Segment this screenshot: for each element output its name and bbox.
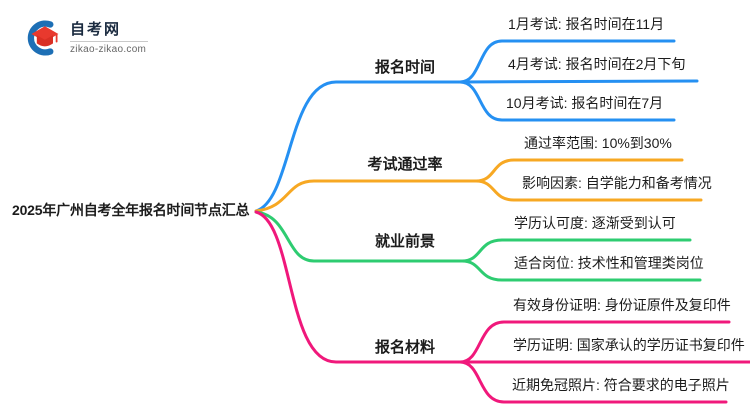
branch-label-career-prospects[interactable]: 就业前景 — [374, 233, 435, 250]
branch-2-links — [254, 158, 703, 213]
leaf-photo-requirement[interactable]: 近期免冠照片: 符合要求的电子照片 — [512, 377, 730, 393]
logo-text: 自考网 zikao-zikao.com — [70, 21, 148, 55]
leaf-id-proof[interactable]: 有效身份证明: 身份证原件及复印件 — [513, 297, 731, 313]
leaf-education-proof[interactable]: 学历证明: 国家承认的学历证书复印件 — [513, 337, 745, 353]
branch-1-leaf-1-link — [458, 39, 676, 84]
site-logo: 自考网 zikao-zikao.com — [26, 20, 148, 56]
branch-1-leaf-2-link — [458, 79, 699, 84]
branch-label-pass-rate[interactable]: 考试通过率 — [367, 156, 443, 173]
branch-4-links — [254, 210, 750, 404]
logo-domain: zikao-zikao.com — [70, 44, 147, 55]
leaf-degree-recognition[interactable]: 学历认可度: 逐渐受到认可 — [514, 215, 676, 231]
leaf-oct-exam[interactable]: 10月考试: 报名时间在7月 — [506, 95, 664, 111]
zikao-logo-icon — [27, 20, 59, 56]
branch-4-main-link — [254, 210, 462, 364]
branch-label-registration-time[interactable]: 报名时间 — [374, 59, 435, 76]
branch-2-main-link — [254, 179, 478, 213]
branch-1-links — [254, 39, 699, 213]
branch-4-leaf-1-link — [458, 320, 731, 364]
branch-3-links — [254, 210, 702, 282]
branch-4-leaf-3-link — [458, 360, 728, 404]
leaf-jan-exam[interactable]: 1月考试: 报名时间在11月 — [508, 16, 665, 32]
leaf-pass-rate-range[interactable]: 通过率范围: 10%到30% — [524, 135, 672, 151]
leaf-apr-exam[interactable]: 4月考试: 报名时间在2月下旬 — [508, 56, 686, 72]
root-node[interactable]: 2025年广州自考全年报名时间节点汇总 — [12, 202, 250, 218]
branch-label-application-materials[interactable]: 报名材料 — [374, 339, 435, 356]
branch-1-leaf-3-link — [458, 80, 676, 122]
logo-divider — [70, 41, 148, 42]
leaf-suitable-jobs[interactable]: 适合岗位: 技术性和管理类岗位 — [514, 255, 704, 271]
leaf-influencing-factors[interactable]: 影响因素: 自学能力和备考情况 — [522, 175, 712, 191]
branch-3-leaf-2-link — [460, 259, 702, 282]
branch-2-leaf-2-link — [474, 179, 703, 202]
branch-3-main-link — [254, 210, 464, 263]
logo-title: 自考网 — [70, 21, 122, 38]
branch-1-main-link — [254, 80, 462, 213]
